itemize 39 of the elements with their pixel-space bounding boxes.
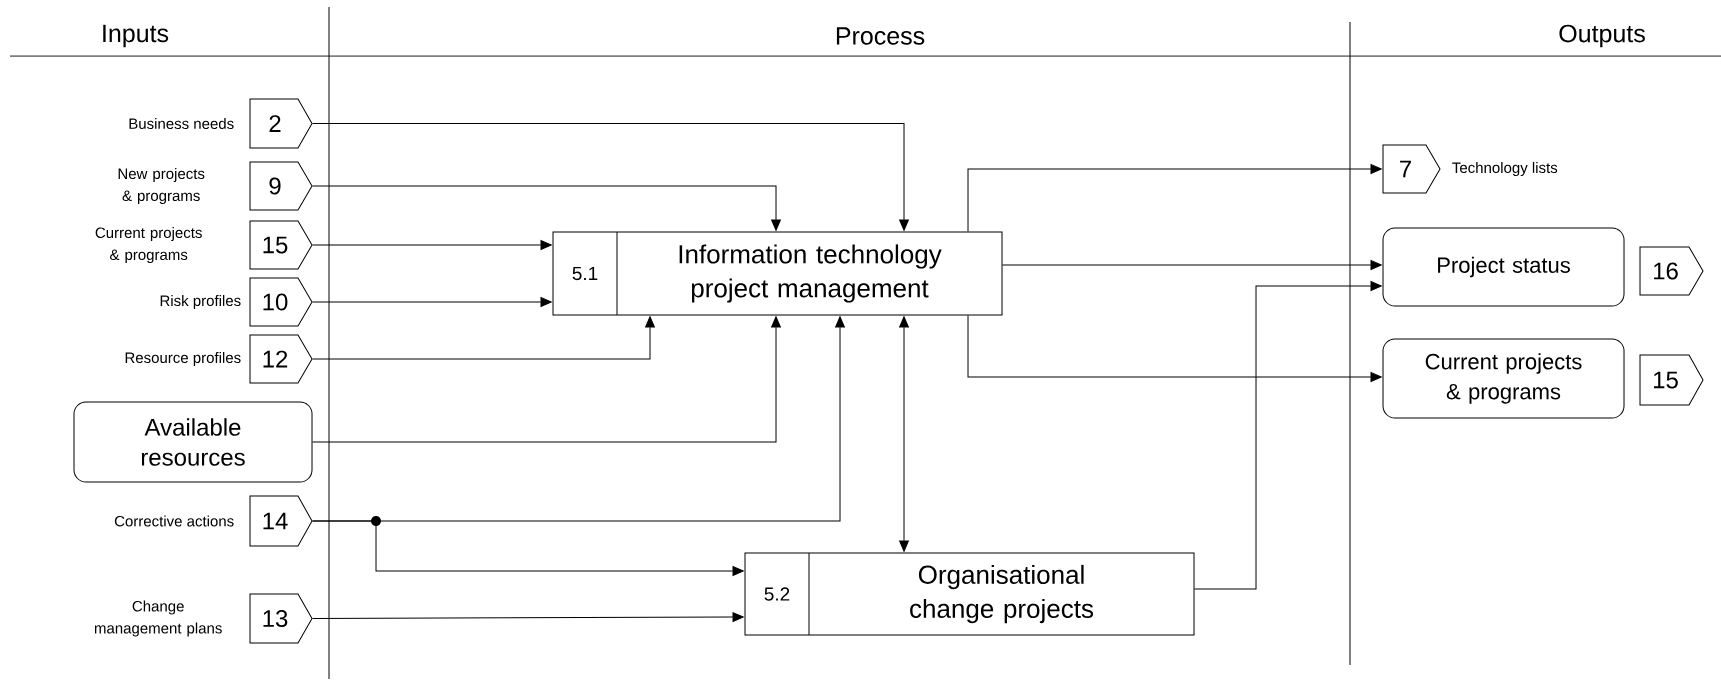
flow-label: Resource profiles <box>125 352 241 366</box>
process-box: 5.1 Information technology project management <box>552 231 1003 316</box>
column-heading: Outputs <box>1559 24 1645 48</box>
output-box: Project status <box>1382 227 1625 307</box>
connector-tag: 15 <box>249 220 313 270</box>
connector-tag: 12 <box>249 334 313 384</box>
connector-tag: 10 <box>249 277 313 327</box>
flow-label: New projects & programs <box>118 168 205 204</box>
arrow <box>312 612 744 622</box>
arrow <box>1194 281 1382 590</box>
arrow <box>312 240 552 250</box>
connector-tag: 2 <box>249 98 313 149</box>
column-heading: Process <box>836 27 925 45</box>
column-heading: Inputs <box>103 24 169 48</box>
arrow <box>312 123 909 231</box>
arrow <box>967 164 1382 232</box>
output-box: Available resources <box>73 401 313 483</box>
connector-tag: 9 <box>249 161 313 211</box>
connector-tag: 7 <box>1382 144 1441 194</box>
arrow <box>312 316 781 443</box>
arrow <box>312 316 655 360</box>
flow-label: Current projects & programs <box>95 227 202 263</box>
flow-label: Business needs <box>129 118 234 129</box>
arrow <box>1002 260 1382 270</box>
arrow <box>312 516 744 576</box>
flow-label: Technology lists <box>1452 162 1558 176</box>
arrow <box>899 316 909 552</box>
flow-label: Risk profiles <box>160 295 241 309</box>
arrow <box>967 315 1382 382</box>
connector-tag: 16 <box>1639 246 1704 296</box>
arrow <box>312 297 552 307</box>
connector-tag: 13 <box>249 593 313 644</box>
process-box: 5.2 Organisational change projects <box>744 552 1195 636</box>
arrow <box>312 185 781 231</box>
flow-label: Change management plans <box>94 600 222 637</box>
output-box: Current projects & programs <box>1382 338 1625 419</box>
flow-label: Corrective actions <box>114 515 234 527</box>
connector-tag: 15 <box>1639 354 1704 406</box>
connector-tag: 14 <box>249 495 313 547</box>
